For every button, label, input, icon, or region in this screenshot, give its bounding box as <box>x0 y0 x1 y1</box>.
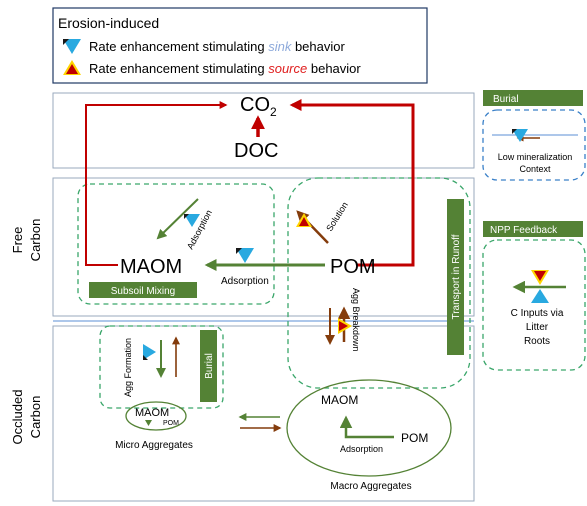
macro-adsorption-arrow <box>339 415 394 439</box>
pom-pool: POM <box>330 256 376 278</box>
legend-source-text: Rate enhancement stimulating source beha… <box>89 61 361 76</box>
burial-side-sink-icon <box>512 129 528 142</box>
solution-label: Solution <box>324 200 350 233</box>
macro-aggregates-label: Macro Aggregates <box>330 481 411 492</box>
adsorption-sink-icon <box>236 248 254 263</box>
free-carbon-panel <box>52 177 475 317</box>
burial-inner-badge <box>200 330 217 402</box>
npp-side-text-3: Roots <box>524 336 550 347</box>
maom-dashed-group <box>77 183 275 305</box>
row-label-occluded-2: Carbon <box>28 396 43 439</box>
burial-inner-label: Burial <box>204 353 215 379</box>
adsorption-diagonal-arrow <box>156 198 199 240</box>
occluded-carbon-panel <box>52 325 475 502</box>
legend-title: Erosion-induced <box>58 15 159 31</box>
pom-dashed-group <box>287 177 471 389</box>
legend: Erosion-induced Rate enhancement stimula… <box>52 7 428 84</box>
row-label-free: Free <box>10 227 25 254</box>
adsorption-main-label: Adsorption <box>221 276 269 287</box>
npp-side-text-1: C Inputs via <box>511 308 564 319</box>
micro-aggregates-label: Micro Aggregates <box>115 440 193 451</box>
agg-breakdown-source-icon <box>338 318 352 334</box>
pom-micro-pool: POM <box>163 420 179 427</box>
row-label-free-2: Carbon <box>28 219 43 262</box>
row-label-occluded: Occluded <box>10 390 25 445</box>
atmosphere-panel <box>52 92 475 169</box>
npp-side-source-icon <box>531 270 549 285</box>
sink-symbol-icon <box>63 39 81 54</box>
agg-breakdown-label: Agg Breakdown <box>351 288 361 352</box>
source-symbol-icon <box>63 60 81 75</box>
maom-macro-pool: MAOM <box>321 393 358 407</box>
micro-agg-dashed-group <box>99 325 224 409</box>
micro-green-arrowhead <box>145 420 152 426</box>
macro-adsorption-label: Adsorption <box>340 444 383 454</box>
subsoil-mixing-label: Subsoil Mixing <box>111 286 175 297</box>
burial-side-text-1: Low mineralization <box>498 152 573 162</box>
npp-side-header <box>483 221 583 237</box>
legend-box <box>52 7 428 84</box>
burial-side-box <box>482 109 586 181</box>
npp-side-sink-icon <box>531 289 549 303</box>
macro-aggregate-ellipse <box>286 379 452 477</box>
npp-side-text-2: Litter <box>526 322 549 333</box>
maom-to-co2-flow <box>85 101 228 266</box>
npp-side-box <box>482 239 586 371</box>
micro-aggregate-ellipse <box>125 401 187 431</box>
pom-to-co2-flow <box>289 99 415 267</box>
burial-side-header <box>483 90 583 106</box>
legend-sink-text: Rate enhancement stimulating sink behavi… <box>89 39 345 54</box>
agg-formation-label: Agg Formation <box>123 338 133 397</box>
maom-micro-pool: MAOM <box>135 407 169 419</box>
transport-runoff-badge <box>447 199 464 355</box>
solution-source-icon <box>296 213 312 227</box>
transport-runoff-label: Transport in Runoff <box>451 234 462 319</box>
maom-pool: MAOM <box>120 256 182 278</box>
npp-side-title: NPP Feedback <box>490 225 558 236</box>
co2-pool: CO2 <box>240 94 277 119</box>
agg-formation-sink-icon <box>143 344 156 360</box>
subsoil-mixing-badge <box>89 282 197 298</box>
burial-side-title: Burial <box>493 94 519 105</box>
pom-macro-pool: POM <box>401 431 428 445</box>
adsorption-diag-sink-icon <box>184 214 200 227</box>
burial-side-text-2: Context <box>519 164 551 174</box>
doc-pool: DOC <box>234 140 278 162</box>
